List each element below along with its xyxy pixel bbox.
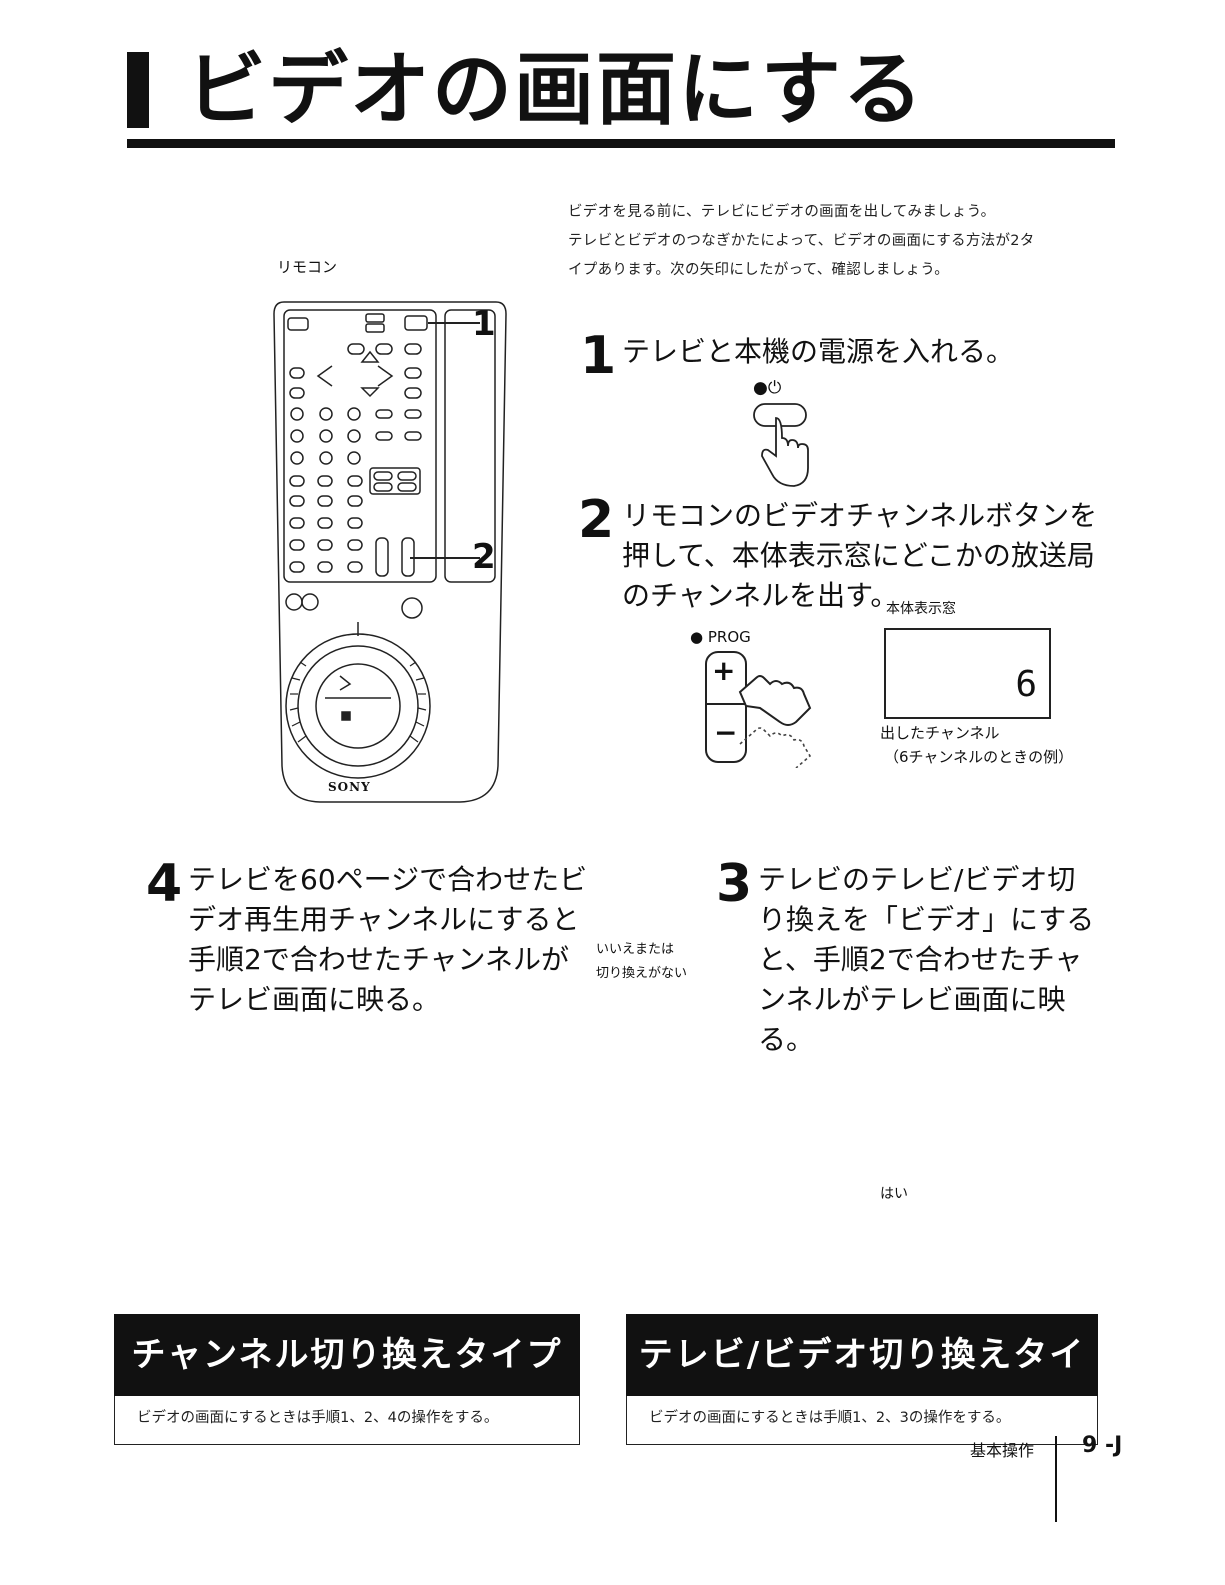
step4-line-4: テレビ画面に映る。 [188,983,441,1016]
callout-2: 2 [472,537,496,577]
display-caption-2: （6チャンネルのときの例） [884,748,1074,766]
step2-line-3: のチャンネルを出す。 [622,579,899,612]
tvvideo-type-title: テレビ/ビデオ切り換えタイプ [626,1314,1098,1457]
remote-illustration [273,301,507,803]
callout-1: 1 [472,304,496,344]
step3-line-4: ンネルがテレビ画面に映 [758,983,1066,1016]
step4-number: 4 [146,854,183,914]
flow-no-label-2: 切り換えがない [596,966,688,981]
page-title: ビデオの画面にする [186,43,925,136]
display-caption-1: 出したチャンネル [880,724,1000,742]
prog-minus-symbol: − [714,716,738,749]
remote-brand: SONY [328,780,371,794]
power-symbol: ●⏻ [753,378,782,398]
step2-line-1: リモコンのビデオチャンネルボタンを [622,499,1098,532]
prog-label: ● PROG [690,628,751,646]
step1-number: 1 [580,326,617,386]
intro-line-2: テレビとビデオのつなぎかたによって、ビデオの画面にする方法が2タ [568,233,1035,249]
page-number: 9 -J [1082,1433,1123,1458]
step3-line-2: り換えを「ビデオ」にする [758,903,1095,936]
step3-number: 3 [716,854,753,914]
flow-yes-label: はい [880,1186,908,1202]
step3-line-1: テレビのテレビ/ビデオ切 [758,863,1076,896]
intro-line-1: ビデオを見る前に、テレビにビデオの画面を出してみましょう。 [568,204,996,220]
step4-line-3: 手順2で合わせたチャンネルが [188,943,569,976]
title-rule [127,139,1115,148]
channel-type-title: チャンネル切り換えタイプ [114,1314,580,1396]
title-marker-bar [127,52,149,128]
prog-button-hand-icon [705,651,812,768]
flow-no-label-1: いいえまたは [596,942,675,957]
step4-line-1: テレビを60ページで合わせたビ [188,863,588,896]
power-button-hand-icon [753,403,809,487]
intro-line-3: イプあります。次の矢印にしたがって、確認しましょう。 [568,262,950,278]
display-window-label: 本体表示窓 [886,601,956,617]
step2-line-2: 押して、本体表示窓にどこかの放送局 [622,539,1095,572]
channel-type-desc: ビデオの画面にするときは手順1、2、4の操作をする。 [114,1396,580,1445]
step3-line-3: と、手順2で合わせたチャ [758,943,1083,976]
display-channel-digit: 6 [1015,664,1037,705]
display-window: 6 [884,628,1051,719]
tvvideo-type-desc: ビデオの画面にするときは手順1、2、3の操作をする。 [626,1396,1098,1445]
prog-plus-symbol: + [712,654,736,687]
step4-line-2: デオ再生用チャンネルにすると [188,903,580,936]
step1-text: テレビと本機の電源を入れる。 [622,335,1015,368]
footer-section-label: 基本操作 [970,1441,1035,1460]
step2-number: 2 [578,490,615,550]
remote-label: リモコン [277,258,338,276]
step3-line-5: る。 [758,1023,815,1056]
footer-divider [1055,1436,1057,1522]
